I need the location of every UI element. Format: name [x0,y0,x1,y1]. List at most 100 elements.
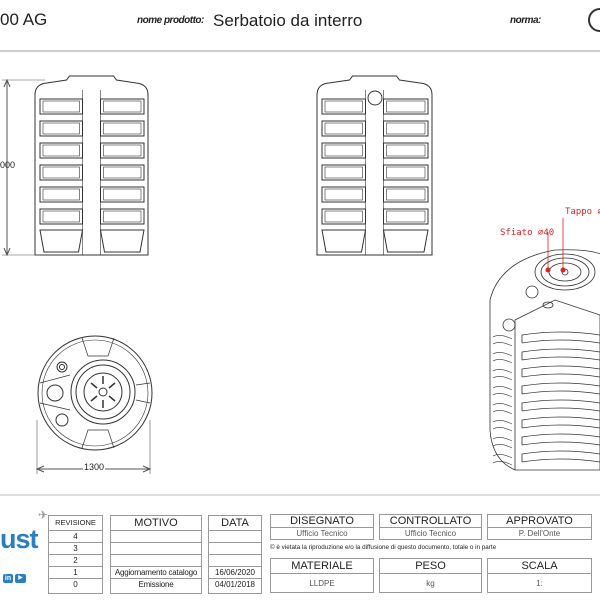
tank-rib-inner [386,144,426,157]
scale-box: SCALA 1: [487,558,592,593]
date-header: DATA [221,517,249,529]
date-column: DATA 16/06/2020 04/01/2018 [208,515,262,594]
tank-rib [492,403,513,415]
tank-rib-inner [324,210,363,223]
weight-label: PESO [380,559,481,574]
tank-rib-inner [324,188,363,201]
tank-rib [492,352,513,364]
drawn-by-box: DISEGNATO Ufficio Tecnico [270,514,374,540]
tank-rib [492,386,513,398]
approved-by-value: P. Dell'Onte [518,529,561,538]
drawn-by-value: Ufficio Tecnico [296,529,348,538]
tank-rib-inner [324,122,363,135]
cap-annotation: Tappo ⌀4 [565,207,600,217]
tank-rib-inner [103,210,142,223]
scale-label: SCALA [488,559,591,574]
linkedin-icon[interactable]: in [3,574,13,583]
tank-rib-inner [386,166,426,179]
revision-header: REVISIONE [55,518,96,527]
checked-by-value: Ufficio Tecnico [404,529,457,538]
tank-outline [34,75,149,256]
table-cell: Emissione [111,578,201,590]
tank-rib-inner [103,144,142,157]
scale-value: 1: [536,579,543,588]
table-cell: 04/01/2018 [209,578,261,590]
tank-rib-inner [103,100,142,113]
table-cell [209,554,261,566]
material-label: MATERIALE [271,559,373,574]
tank-rib [521,365,600,378]
height-dimension [2,78,45,257]
vent-annotation: Sfiato ⌀40 [500,228,555,238]
copyright-notice: © è vietata la riproduzione e/o la diffu… [270,544,497,551]
tank-rib-inner [386,210,426,223]
tank-rib-inner [103,166,142,179]
product-name: Serbatoio da interro [213,11,363,30]
table-cell: 3 [49,542,102,554]
material-value: LLDPE [309,579,335,588]
isometric-view [489,218,600,471]
side-inlet [367,90,383,106]
tank-rib-inner [42,100,80,113]
airplane-icon: ✈ [38,508,49,522]
tank-rib [492,335,513,347]
revision-column: REVISIONE 4 3 2 1 0 [48,515,103,594]
tank-rib-inner [386,100,426,113]
tank-rib-inner [42,144,80,157]
top-view [37,335,153,451]
table-cell: 4 [49,530,102,542]
youtube-icon[interactable]: ▶ [15,574,26,583]
tank-rib [492,437,513,449]
table-cell: 2 [49,554,102,566]
weight-value: kg [426,579,435,588]
table-cell [111,542,201,554]
approved-by-box: APPROVATO P. Dell'Onte [487,514,592,540]
table-cell: 16/06/2020 [209,566,261,578]
tank-rib-inner [324,144,363,157]
tank-rib-inner [42,188,80,201]
tank-rib [521,382,600,395]
front-view [34,75,149,256]
table-cell: 1 [49,566,102,578]
table-cell [209,530,261,542]
product-label: nome prodotto: [137,15,204,26]
tank-rib [521,399,600,412]
table-cell [111,554,201,566]
tank-foot [39,229,84,253]
side-view [316,75,433,256]
checked-by-box: CONTROLLATO Ufficio Tecnico [379,514,482,540]
tank-outline [316,75,433,256]
drawing-code: 00 AG [0,10,48,29]
tank-rib [492,369,513,381]
drawn-by-label: DISEGNATO [271,515,373,528]
tank-rib [521,331,600,344]
tank-rib [492,454,513,466]
tank-rib [521,348,600,361]
table-cell: Aggiornamento catalogo [111,566,201,578]
checked-by-label: CONTROLLATO [380,515,481,528]
tank-rib-inner [324,100,363,113]
width-dimension-label: 1300 [83,462,106,472]
tank-rib-inner [386,188,426,201]
tank-foot [99,229,145,253]
tank-rib-inner [386,122,426,135]
reason-header: MOTIVO [134,517,178,529]
norm-label: norma: [510,15,541,26]
table-cell [209,542,261,554]
reason-column: MOTIVO Aggiornamento catalogo Emissione [110,515,202,594]
weight-box: PESO kg [379,558,482,593]
tank-rib-inner [324,166,363,179]
tank-foot [382,229,429,253]
table-cell [111,530,201,542]
tank-rib [521,450,600,463]
tank-rib-inner [42,166,80,179]
company-logo: ust [0,524,38,554]
material-box: MATERIALE LLDPE [270,558,374,593]
height-dimension-label: 000 [0,160,16,170]
tank-rib-inner [103,188,142,201]
tank-rib-inner [42,122,80,135]
cert-logo-icon [588,8,600,32]
tank-rib [521,433,600,446]
approved-by-label: APPROVATO [488,515,591,528]
